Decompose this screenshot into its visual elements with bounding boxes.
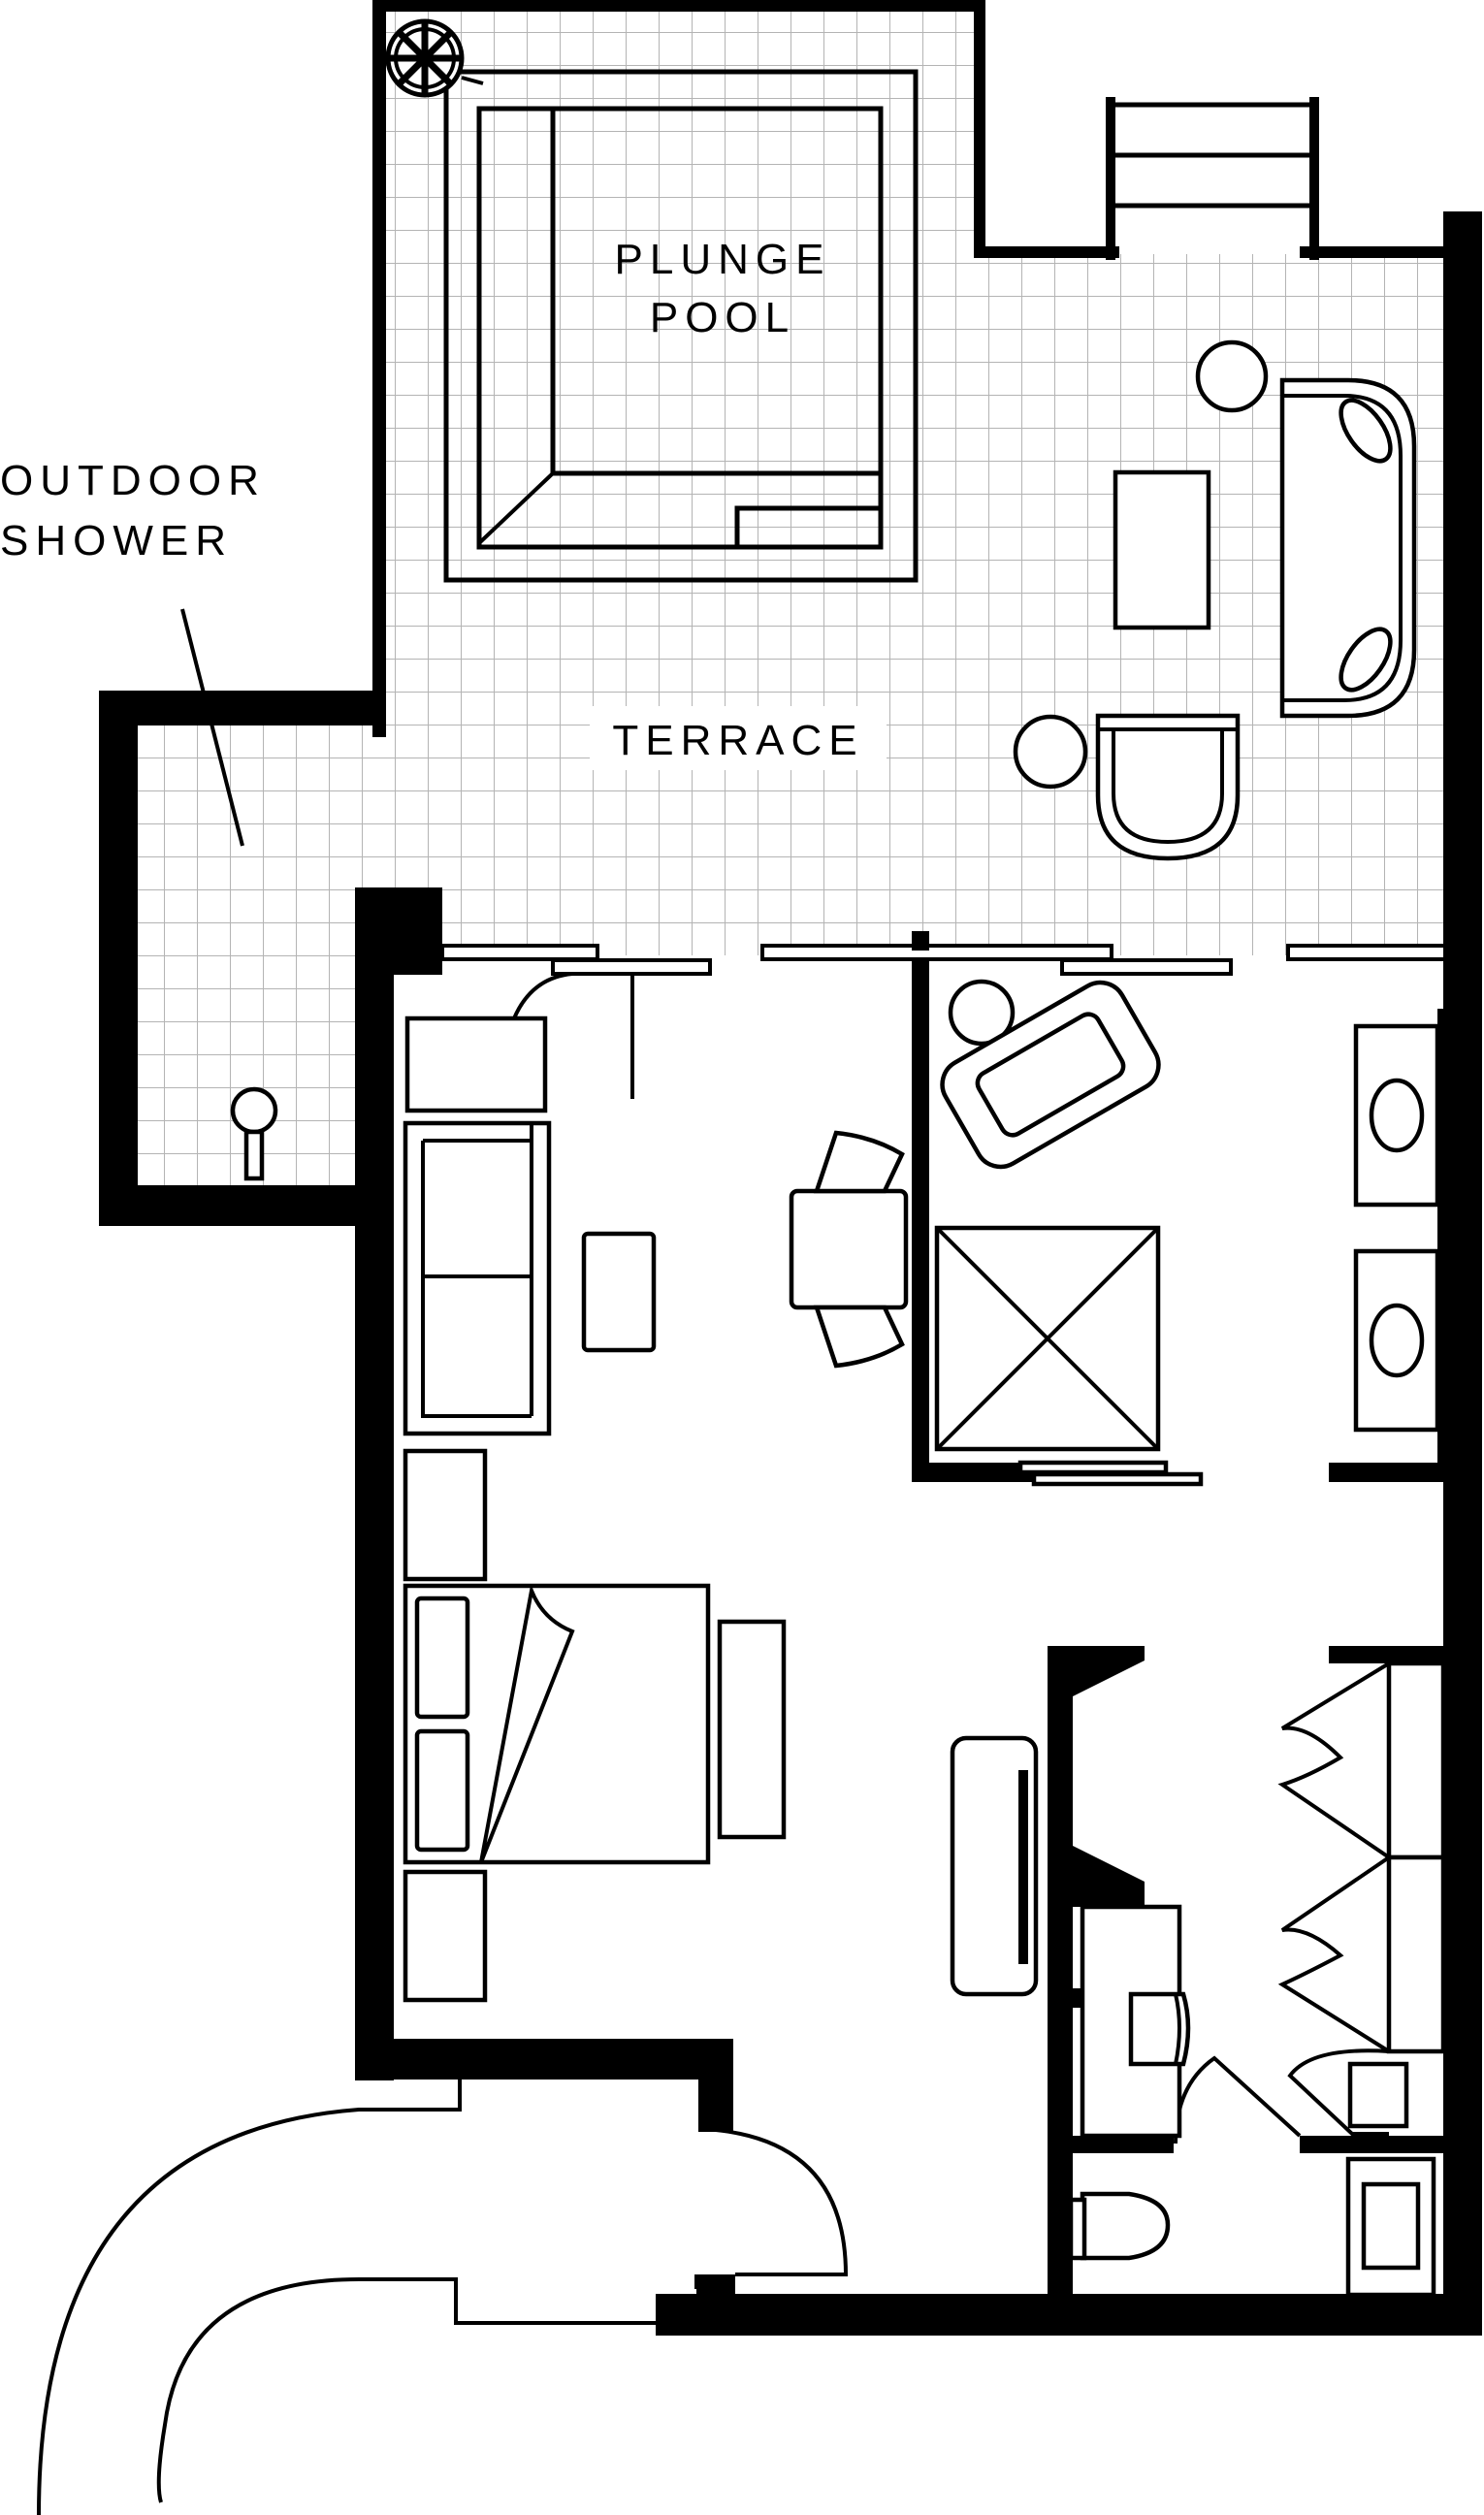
terrace-side-table-top bbox=[1195, 339, 1269, 413]
plunge-pool-label-line1: PLUNGE bbox=[615, 236, 831, 283]
outdoor-shower-label-line2: SHOWER bbox=[0, 517, 233, 564]
nightstand-top bbox=[403, 1448, 488, 1582]
terrace-armchair bbox=[1095, 713, 1241, 861]
bed bbox=[403, 1583, 711, 1865]
bathtub bbox=[940, 980, 1161, 1170]
terrace-steps bbox=[1106, 97, 1319, 260]
entry-walkway bbox=[37, 2080, 656, 2515]
dining-table-set bbox=[789, 1130, 909, 1369]
plunge-pool bbox=[443, 69, 919, 583]
terrace-side-table-bottom bbox=[1013, 714, 1088, 790]
closet-door bbox=[1174, 2055, 1302, 2144]
bath-stool bbox=[948, 979, 1016, 1047]
terrace-sliding-doors bbox=[440, 944, 1447, 1099]
terrace-tile-floor bbox=[138, 12, 1445, 1185]
plunge-pool-label-line2: POOL bbox=[650, 294, 795, 341]
outdoor-shower-label-line1: OUTDOOR bbox=[0, 457, 266, 504]
pool-valve-icon bbox=[385, 18, 484, 98]
terrace-label: TERRACE bbox=[612, 717, 863, 764]
entry-door bbox=[694, 2128, 849, 2289]
bath-wall-left bbox=[912, 931, 929, 951]
safe-cabinet bbox=[1345, 2156, 1436, 2298]
living-coffee-table bbox=[581, 1231, 657, 1353]
tv-console bbox=[950, 1735, 1039, 1997]
walk-in-shower bbox=[934, 1225, 1204, 1487]
toilet bbox=[1068, 2191, 1171, 2261]
terrace-label-bg bbox=[590, 706, 887, 770]
outdoor-shower-leader bbox=[180, 608, 244, 847]
bench bbox=[717, 1619, 787, 1840]
vanity-sinks bbox=[1353, 1009, 1447, 1465]
nightstand-bottom bbox=[403, 1869, 488, 2003]
outdoor-shower-head bbox=[230, 1086, 278, 1181]
console-cabinet bbox=[404, 1016, 548, 1113]
terrace-coffee-table bbox=[1113, 469, 1211, 630]
closet-shelf bbox=[1080, 1904, 1191, 2139]
living-sofa bbox=[403, 1120, 552, 1436]
terrace-sofa bbox=[1279, 377, 1417, 719]
walls bbox=[99, 0, 1482, 2336]
wardrobe bbox=[1277, 1661, 1446, 2136]
